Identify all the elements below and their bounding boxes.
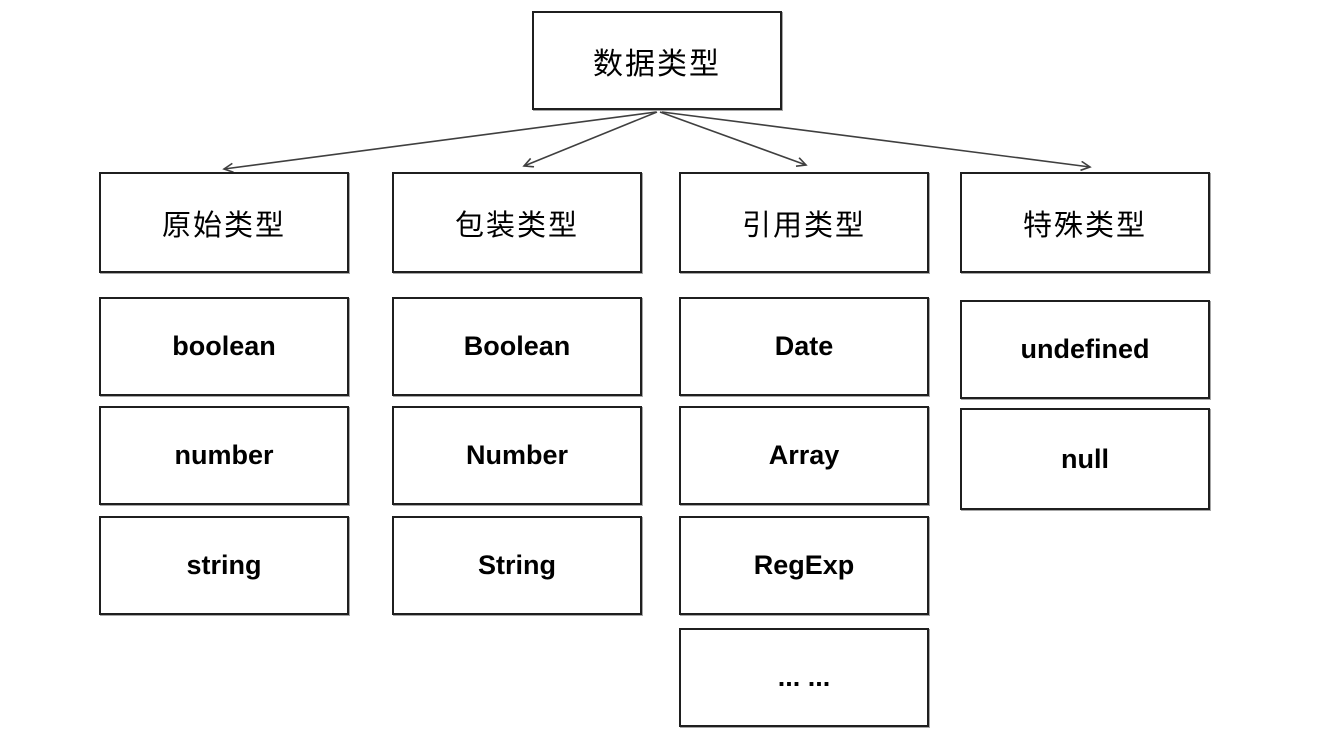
node-number: number [99,406,349,505]
category-label: 特殊类型 [1022,209,1147,242]
node-boolean-wrapper: Boolean [392,297,642,396]
arrow-root-to-special [661,111,1090,167]
node-label: String [478,550,556,580]
node-label: Boolean [463,331,571,361]
node-ellipsis-more-types: ... ... [679,628,929,727]
node-label: undefined [1020,334,1150,364]
arrow-root-to-reference [659,111,806,165]
category-special-types: 特殊类型 [960,172,1210,273]
node-label: number [174,440,274,470]
node-label: Date [774,331,834,361]
node-label: RegExp [753,550,855,580]
node-boolean: boolean [99,297,349,396]
node-string-wrapper: String [392,516,642,615]
node-undefined: undefined [960,300,1210,399]
node-regexp: RegExp [679,516,929,615]
node-label: ... ... [777,662,831,692]
category-label: 原始类型 [161,209,286,242]
arrow-root-to-wrapper [524,111,658,166]
category-wrapper-types: 包装类型 [392,172,642,273]
node-label: Array [768,440,840,470]
node-label: null [1061,443,1109,474]
node-number-wrapper: Number [392,406,642,505]
node-string: string [99,516,349,615]
node-label: Number [465,440,568,470]
category-label: 引用类型 [741,209,866,242]
root-node-data-types: 数据类型 [532,11,782,110]
category-primitive-types: 原始类型 [99,172,349,273]
node-array: Array [679,406,929,505]
node-label: boolean [172,331,276,361]
root-node-label: 数据类型 [593,47,721,81]
node-date: Date [679,297,929,396]
node-label: string [186,550,262,580]
arrow-root-to-primitive [224,111,657,169]
node-null: null [960,408,1210,510]
category-label: 包装类型 [454,209,579,242]
category-reference-types: 引用类型 [679,172,929,273]
